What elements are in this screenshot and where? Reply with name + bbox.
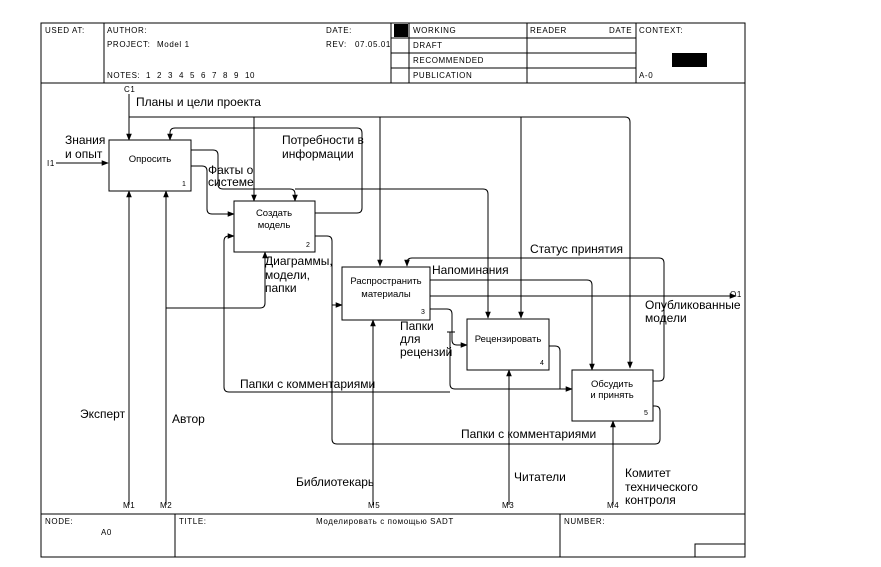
label-librarian: Библиотекарь [296,475,374,489]
label-facts-line1: Факты о [208,163,254,177]
activity-2-label-line1: Создать [256,208,292,219]
project-value: Model 1 [157,40,190,49]
label-diagrams-line2: модели, [265,268,310,282]
label-comments-2: Папки с комментариями [461,427,596,441]
activity-box-1[interactable]: Опросить 1 [108,139,192,192]
status-working: WORKING [413,26,456,35]
rev-label: REV: [326,40,347,49]
label-knowledge-line2: и опыт [65,147,103,161]
label-status: Статус принятия [530,242,623,256]
rev-value: 07.05.01 [355,40,391,49]
activity-4-number: 4 [540,360,544,367]
code-c1: C1 [124,85,135,94]
label-facts-line2: системе [208,175,254,189]
label-reminders: Напоминания [432,263,509,277]
notes-3: 3 [168,71,173,80]
code-o1: O1 [730,290,742,299]
node-label: NODE: [45,517,73,526]
label-comments-1: Папки с комментариями [240,377,375,391]
reader-label: READER [530,26,567,35]
activity-3-label-line2: материалы [361,289,411,300]
code-m2: M2 [160,501,172,510]
status-draft: DRAFT [413,41,443,50]
activity-box-4[interactable]: Рецензировать 4 [466,318,550,371]
label-committee-line2: технического [625,480,698,494]
title-value: Моделировать с помощью SADT [316,517,454,526]
notes-5: 5 [190,71,195,80]
label-knowledge-line1: Знания [65,133,105,147]
activity-1-label: Опросить [129,154,172,165]
arrow-labels: Планы и цели проекта Знания и опыт Потре… [65,95,741,507]
diagram-frame [40,22,746,558]
label-plans: Планы и цели проекта [136,95,261,109]
number-label: NUMBER: [564,517,605,526]
activity-3-number: 3 [421,309,425,316]
label-published-line1: Опубликованные [645,298,741,312]
activity-2-label-line2: модель [258,220,291,231]
activity-4-label: Рецензировать [475,334,542,345]
activity-box-2[interactable]: Создать модель 2 [233,200,316,253]
notes-label: NOTES: [107,71,140,80]
notes-8: 8 [223,71,228,80]
used-at-label: USED AT: [45,26,85,35]
label-published-line2: модели [645,311,687,325]
notes-4: 4 [179,71,184,80]
notes-10: 10 [245,71,255,80]
arrows [56,94,737,505]
activity-2-number: 2 [306,242,310,249]
code-m3: M3 [502,501,514,510]
node-value: A0 [101,528,112,537]
activity-3-label-line1: Распространить [350,276,421,287]
label-diagrams-line1: Диаграммы, [265,254,333,268]
label-needs-line2: информации [282,147,354,161]
label-committee-line3: контроля [625,493,676,507]
activity-1-number: 1 [182,181,186,188]
context-node: A-0 [639,71,653,80]
working-status-marker [394,24,408,37]
activity-5-label-line2: и принять [590,390,633,401]
context-box [672,53,707,67]
label-needs-line1: Потребности в [282,133,364,147]
label-readers: Читатели [514,470,566,484]
reader-date-label: DATE [609,26,632,35]
activity-5-number: 5 [644,410,648,417]
label-review-folders-line3: рецензий [400,345,452,359]
code-i1: I1 [47,159,55,168]
activity-box-5[interactable]: Обсудить и принять 5 [571,369,654,422]
activity-5-label-line1: Обсудить [591,379,633,390]
label-author: Автор [172,412,205,426]
notes-1: 1 [146,71,151,80]
header-block: USED AT: AUTHOR: PROJECT: Model 1 NOTES:… [41,23,745,84]
code-m1: M1 [123,501,135,510]
activity-box-3[interactable]: Распространить материалы 3 [341,266,431,321]
footer-block: NODE: A0 TITLE: Моделировать с помощью S… [41,513,746,558]
notes-9: 9 [234,71,239,80]
notes-2: 2 [157,71,162,80]
notes-6: 6 [201,71,206,80]
title-label: TITLE: [179,517,207,526]
code-m5: M5 [368,501,380,510]
context-label: CONTEXT: [639,26,683,35]
label-review-folders-line2: для [400,332,421,346]
date-label: DATE: [326,26,352,35]
code-m4: M4 [607,501,619,510]
icom-codes: C1 I1 O1 M1 M2 M5 M3 M4 [47,85,742,510]
label-review-folders-line1: Папки [400,319,434,333]
project-label: PROJECT: [107,40,150,49]
label-committee-line1: Комитет [625,466,671,480]
label-expert: Эксперт [80,407,126,421]
notes-7: 7 [212,71,217,80]
status-recommended: RECOMMENDED [413,56,484,65]
status-publication: PUBLICATION [413,71,472,80]
author-label: AUTHOR: [107,26,147,35]
label-diagrams-line3: папки [265,281,297,295]
